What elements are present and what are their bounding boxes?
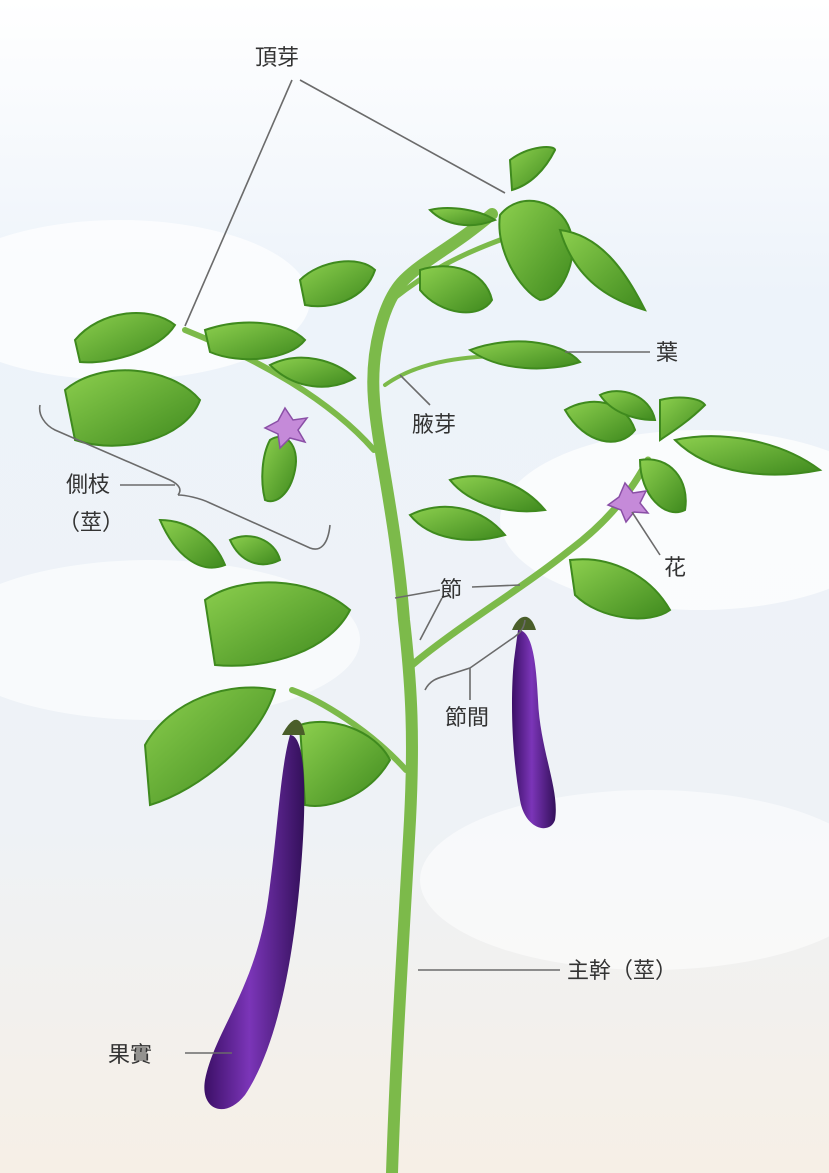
- label-internode: 節間: [445, 706, 489, 731]
- label-fruit: 果實: [108, 1043, 152, 1068]
- label-main-stem: 主幹（莖）: [567, 959, 677, 984]
- label-flower: 花: [664, 556, 686, 581]
- label-terminal-bud: 頂芽: [255, 46, 299, 71]
- label-lateral-branch: 側枝: [66, 473, 110, 498]
- label-axillary-bud: 腋芽: [412, 413, 456, 438]
- label-lateral-branch-note: （莖）: [58, 511, 124, 536]
- label-leaf: 葉: [656, 341, 678, 366]
- label-node: 節: [440, 578, 462, 603]
